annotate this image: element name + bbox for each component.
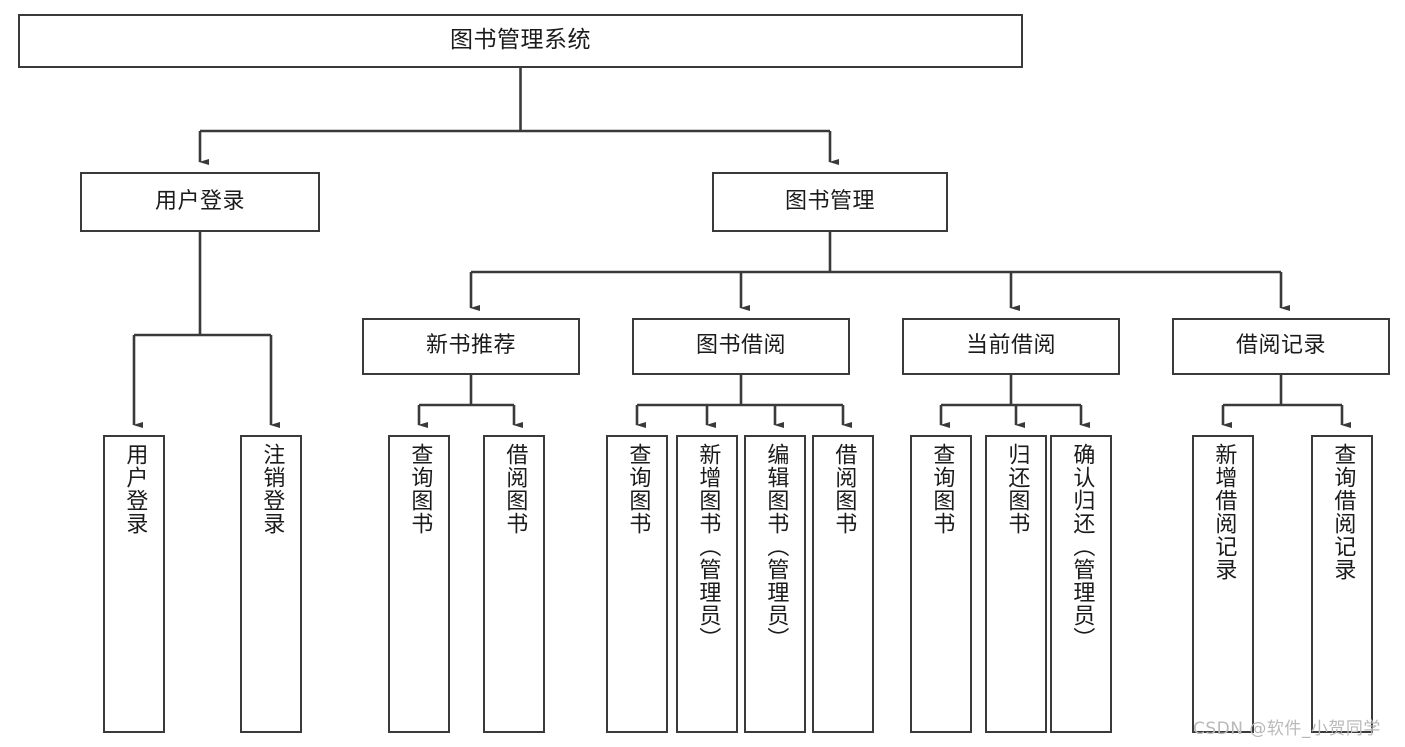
node-leaf-query-book-2-label: 查询图书 — [625, 443, 651, 535]
node-leaf-add-book[interactable]: 新增图书（管理员） — [676, 435, 738, 733]
node-user-login-label: 用户登录 — [154, 188, 245, 214]
node-leaf-query-record[interactable]: 查询借阅记录 — [1311, 435, 1373, 733]
node-user-login[interactable]: 用户登录 — [80, 172, 320, 232]
node-new-book-rec-label: 新书推荐 — [425, 333, 516, 359]
node-leaf-return-book[interactable]: 归还图书 — [985, 435, 1047, 733]
node-root[interactable]: 图书管理系统 — [18, 14, 1023, 68]
node-borrow-record-label: 借阅记录 — [1235, 333, 1326, 359]
node-leaf-borrow-book-2-label: 借阅图书 — [831, 443, 857, 535]
node-leaf-query-book-3[interactable]: 查询图书 — [910, 435, 972, 733]
node-leaf-query-book-3-label: 查询图书 — [929, 443, 955, 535]
node-leaf-return-book-label: 归还图书 — [1004, 443, 1030, 535]
node-leaf-add-record[interactable]: 新增借阅记录 — [1192, 435, 1254, 733]
node-leaf-query-book-1[interactable]: 查询图书 — [388, 435, 450, 733]
node-leaf-borrow-book-2[interactable]: 借阅图书 — [812, 435, 874, 733]
node-leaf-borrow-book-1[interactable]: 借阅图书 — [483, 435, 545, 733]
node-book-manage-label: 图书管理 — [784, 188, 875, 214]
node-leaf-user-login[interactable]: 用户登录 — [103, 435, 165, 733]
node-root-label: 图书管理系统 — [450, 27, 591, 54]
node-leaf-borrow-book-1-label: 借阅图书 — [502, 443, 528, 535]
node-leaf-query-record-label: 查询借阅记录 — [1330, 443, 1356, 581]
watermark: CSDN @软件_小贺同学 — [1193, 719, 1381, 739]
node-leaf-query-book-1-label: 查询图书 — [407, 443, 433, 535]
node-leaf-user-login-label: 用户登录 — [122, 443, 148, 535]
node-book-manage[interactable]: 图书管理 — [712, 172, 948, 232]
node-leaf-logout-label: 注销登录 — [259, 443, 285, 535]
node-current-borrow-label: 当前借阅 — [965, 333, 1056, 359]
node-current-borrow[interactable]: 当前借阅 — [902, 318, 1120, 375]
node-new-book-rec[interactable]: 新书推荐 — [362, 318, 580, 375]
node-leaf-confirm-return-label: 确认归还（管理员） — [1069, 443, 1095, 650]
node-leaf-add-record-label: 新增借阅记录 — [1211, 443, 1237, 581]
node-leaf-edit-book-label: 编辑图书（管理员） — [763, 443, 789, 650]
node-book-borrow[interactable]: 图书借阅 — [632, 318, 850, 375]
node-leaf-logout[interactable]: 注销登录 — [240, 435, 302, 733]
node-leaf-query-book-2[interactable]: 查询图书 — [606, 435, 668, 733]
node-borrow-record[interactable]: 借阅记录 — [1172, 318, 1390, 375]
node-leaf-add-book-label: 新增图书（管理员） — [695, 443, 721, 650]
node-leaf-edit-book[interactable]: 编辑图书（管理员） — [744, 435, 806, 733]
node-leaf-confirm-return[interactable]: 确认归还（管理员） — [1050, 435, 1112, 733]
node-book-borrow-label: 图书借阅 — [695, 333, 786, 359]
